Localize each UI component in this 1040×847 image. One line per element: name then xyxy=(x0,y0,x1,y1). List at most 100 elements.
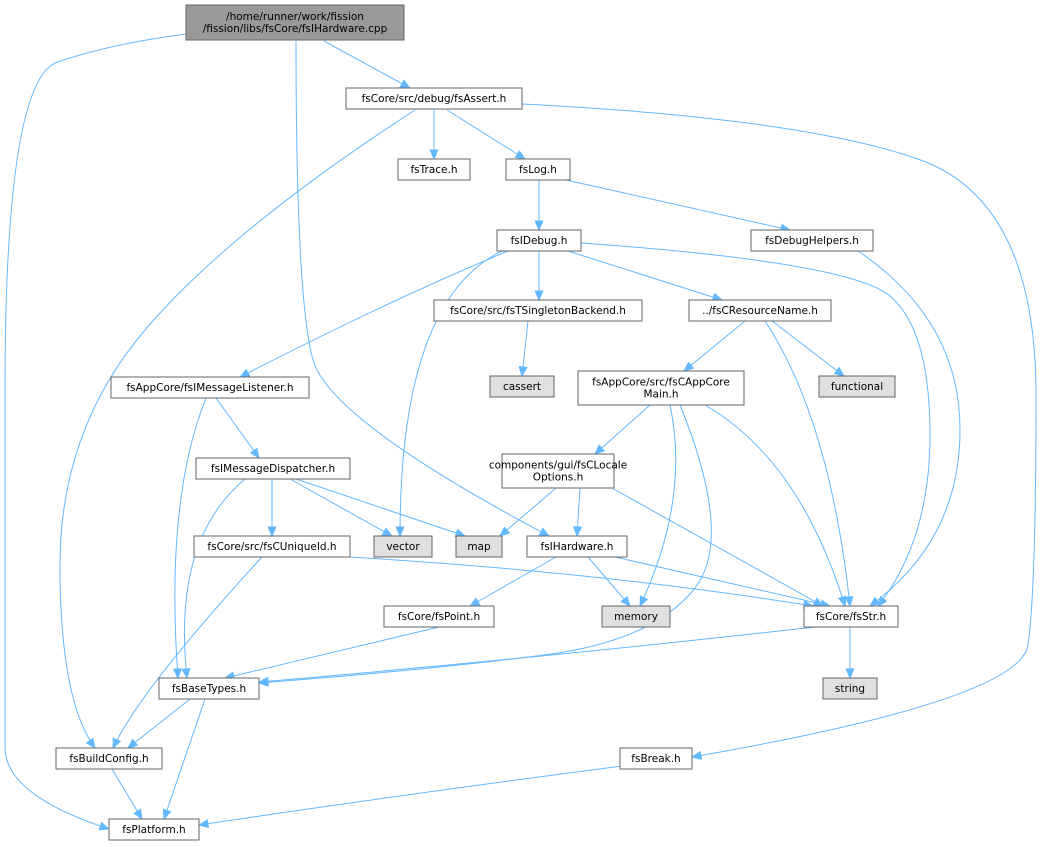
edge-line xyxy=(611,487,824,607)
edge-line xyxy=(771,320,845,377)
edge-line xyxy=(239,250,509,378)
node-box xyxy=(489,375,555,398)
node-box xyxy=(818,375,896,398)
edge-arrowhead xyxy=(833,366,846,377)
node-label: fsCore/fsPoint.h xyxy=(398,611,480,623)
edge-line xyxy=(258,626,816,683)
node-box xyxy=(397,158,471,181)
node-label: fsTrace.h xyxy=(410,164,457,176)
edge-arrowhead xyxy=(845,668,855,680)
edge-arrowhead xyxy=(573,526,583,538)
node-root[interactable]: /home/runner/work/fission/fission/libs/f… xyxy=(185,4,405,41)
node-label: /fission/libs/fsCore/fsIHardware.cpp xyxy=(203,23,388,35)
edge-arrowhead xyxy=(534,290,544,302)
edge-line xyxy=(446,109,526,160)
edge-line xyxy=(567,250,723,301)
edge-arrowhead xyxy=(429,149,439,161)
node-fsPlatform[interactable]: fsPlatform.h xyxy=(108,818,200,841)
edge-fsLog-to-fsDebugHelpers xyxy=(565,179,792,233)
edge-arrowhead xyxy=(395,526,405,538)
node-fsPoint[interactable]: fsCore/fsPoint.h xyxy=(383,605,495,628)
node-label: memory xyxy=(614,611,658,623)
node-fsTSingletonBackend[interactable]: fsCore/src/fsTSingletonBackend.h xyxy=(433,299,643,322)
edge-arrowhead xyxy=(126,738,139,749)
node-box xyxy=(526,535,628,558)
node-box xyxy=(110,376,310,399)
node-fsDebugHelpers[interactable]: fsDebugHelpers.h xyxy=(750,229,874,252)
node-label: vector xyxy=(386,541,420,553)
node-cassert: cassert xyxy=(489,375,555,398)
edge-fsPoint-to-fsBaseTypes xyxy=(223,626,440,681)
node-label: functional xyxy=(831,381,883,393)
node-label: fsPlatform.h xyxy=(122,824,185,836)
node-box xyxy=(193,535,351,558)
node-box xyxy=(577,370,745,406)
node-label: Options.h xyxy=(533,472,584,484)
edge-fsCUniqueId-to-fsBuildConfig xyxy=(112,556,263,750)
node-label: map xyxy=(467,541,491,553)
edge-fsLog-to-fsIDebug xyxy=(534,180,544,232)
node-fsIHardware[interactable]: fsIHardware.h xyxy=(526,535,628,558)
edge-arrowhead xyxy=(877,595,888,608)
edge-fsBaseTypes-to-fsBuildConfig xyxy=(126,698,191,749)
node-fsStr[interactable]: fsCore/fsStr.h xyxy=(803,605,899,628)
edge-arrowhead xyxy=(514,150,527,160)
node-memory: memory xyxy=(601,605,671,628)
edge-fsAssert-to-fsLog xyxy=(446,109,527,160)
node-layer: /home/runner/work/fission/fission/libs/f… xyxy=(55,4,899,841)
edge-fsIDebug-to-fsCResourceName xyxy=(567,250,724,302)
node-fsCResourceName[interactable]: ../fsCResourceName.h xyxy=(688,299,832,322)
node-label: cassert xyxy=(503,381,541,393)
edge-arrowhead xyxy=(112,737,122,750)
node-label: /home/runner/work/fission xyxy=(226,11,364,23)
node-fsIMessageListener[interactable]: fsAppCore/fsIMessageListener.h xyxy=(110,376,310,399)
edge-arrowhead xyxy=(538,527,551,537)
node-box xyxy=(185,4,405,41)
edge-fsCAppCoreMain-to-memory xyxy=(639,404,677,608)
node-fsCUniqueId[interactable]: fsCore/src/fsCUniqueId.h xyxy=(193,535,351,558)
node-box xyxy=(822,677,878,700)
edge-line xyxy=(639,404,677,607)
edge-fsIMessageListener-to-fsBaseTypes xyxy=(172,397,207,680)
edge-arrowhead xyxy=(518,366,528,378)
node-box xyxy=(433,299,643,322)
edge-line xyxy=(704,404,846,607)
node-box xyxy=(455,535,503,558)
node-box xyxy=(108,818,200,841)
node-label: fsCore/src/debug/fsAssert.h xyxy=(362,93,507,105)
edge-fsCResourceName-to-functional xyxy=(771,320,846,377)
edge-arrowhead xyxy=(133,808,143,821)
node-fsBuildConfig[interactable]: fsBuildConfig.h xyxy=(55,747,163,770)
edge-arrowhead xyxy=(85,737,96,750)
edge-fsCLocaleOptions-to-fsStr xyxy=(611,487,825,607)
edge-line xyxy=(4,33,187,830)
node-fsBreak[interactable]: fsBreak.h xyxy=(619,747,693,770)
node-box xyxy=(688,299,832,322)
node-box xyxy=(345,87,523,110)
edge-fsIDebug-to-vector xyxy=(395,250,503,538)
node-label: fsCore/src/fsCUniqueId.h xyxy=(207,541,336,553)
edge-arrowhead xyxy=(98,821,111,831)
node-fsIDebug[interactable]: fsIDebug.h xyxy=(496,229,582,252)
edge-line xyxy=(198,765,623,826)
edge-line xyxy=(224,626,440,679)
node-fsLog[interactable]: fsLog.h xyxy=(505,158,571,181)
edge-arrowhead xyxy=(837,595,847,608)
node-fsBaseTypes[interactable]: fsBaseTypes.h xyxy=(158,677,260,700)
edge-line xyxy=(349,556,814,607)
edge-arrowhead xyxy=(499,526,511,537)
edge-line xyxy=(521,103,1037,758)
node-box xyxy=(505,158,571,181)
edge-fsCAppCoreMain-to-fsCLocaleOptions xyxy=(594,404,651,455)
node-label: fsLog.h xyxy=(519,164,557,176)
node-fsAssert[interactable]: fsCore/src/debug/fsAssert.h xyxy=(345,87,523,110)
edge-line xyxy=(683,320,746,372)
node-fsTrace[interactable]: fsTrace.h xyxy=(397,158,471,181)
node-fsIMessageDispatcher[interactable]: fsIMessageDispatcher.h xyxy=(195,457,351,480)
node-label: fsBaseTypes.h xyxy=(172,683,246,695)
edge-arrowhead xyxy=(381,527,394,537)
edge-fsCLocaleOptions-to-map xyxy=(499,487,557,537)
edge-arrowhead xyxy=(868,596,881,607)
